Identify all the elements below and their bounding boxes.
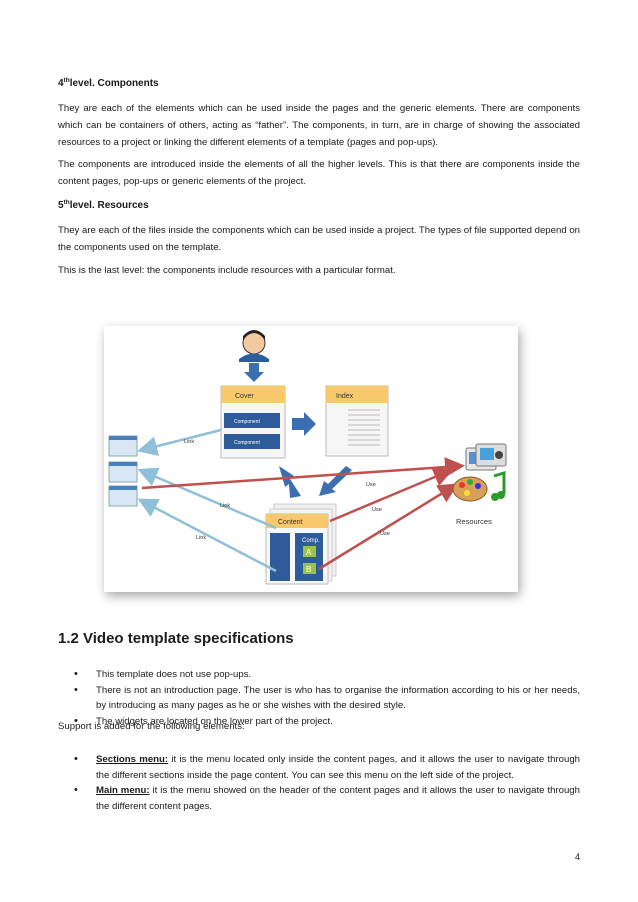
heading-level-4: 4thlevel. Components bbox=[58, 77, 159, 89]
comp-b-label: B bbox=[306, 565, 311, 574]
use-arrow-2 bbox=[329, 467, 454, 523]
resources-icons bbox=[452, 443, 507, 502]
heading-level-5: 5thlevel. Resources bbox=[58, 199, 149, 211]
spec-bullet: This template does not use pop-ups. bbox=[58, 667, 580, 683]
down-arrow-icon bbox=[244, 363, 264, 382]
content-label: Content bbox=[278, 519, 303, 526]
spec-bullet: The widgets are located on the lower par… bbox=[58, 714, 580, 730]
content-page: Content Comp. A B bbox=[265, 503, 337, 585]
support-item-sections-menu: Sections menu: it is the menu located on… bbox=[58, 752, 580, 783]
support-item-main-menu: Main menu: it is the menu showed on the … bbox=[58, 783, 580, 814]
link-arrow-1 bbox=[137, 428, 222, 457]
cover-component-1-label: Component bbox=[234, 419, 260, 425]
support-bullet-list: Sections menu: it is the menu located on… bbox=[58, 752, 580, 814]
use-arrow-3 bbox=[318, 483, 459, 571]
page-number: 4 bbox=[575, 852, 581, 862]
comp-a-label: A bbox=[306, 548, 312, 557]
index-label: Index bbox=[336, 393, 354, 400]
down-arrow-left-icon bbox=[279, 466, 301, 498]
support-item-text: it is the menu located only inside the c… bbox=[96, 754, 581, 781]
cover-label: Cover bbox=[235, 393, 254, 400]
cover-component-2-label: Component bbox=[234, 440, 260, 446]
support-paragraph: Support is added for the following eleme… bbox=[58, 721, 245, 732]
link-label-3: Link bbox=[196, 535, 206, 541]
down-arrow-right-icon bbox=[319, 466, 352, 496]
support-item-term: Sections menu: bbox=[96, 754, 169, 765]
spec-bullet: There is not an introduction page. The u… bbox=[58, 683, 580, 714]
section-heading: 1.2 Video template specifications bbox=[58, 630, 294, 647]
paragraph-resources-1: They are each of the files inside the co… bbox=[58, 225, 580, 253]
use-label-2: Use bbox=[372, 507, 382, 513]
use-arrow-1 bbox=[141, 457, 465, 490]
user-icon bbox=[239, 330, 269, 362]
right-arrow-icon bbox=[292, 412, 316, 436]
use-label-3: Use bbox=[380, 531, 390, 537]
spec-bullet-list: This template does not use pop-ups. Ther… bbox=[58, 667, 580, 729]
link-label-1: Link bbox=[184, 439, 194, 445]
support-item-term: Main menu: bbox=[96, 785, 150, 796]
paragraph-resources-2: This is the last level: the components i… bbox=[58, 265, 396, 276]
link-arrow-2 bbox=[137, 467, 277, 530]
cover-page: Cover Component Component bbox=[220, 385, 286, 459]
link-arrow-3 bbox=[137, 498, 277, 573]
paragraph-components-1: They are each of the elements which can … bbox=[58, 103, 580, 148]
resources-label: Resources bbox=[456, 517, 492, 526]
link-label-2: Link bbox=[220, 503, 230, 509]
linked-pages bbox=[108, 435, 138, 507]
use-label-1: Use bbox=[366, 482, 376, 488]
diagram-canvas: Cover Component Component Index bbox=[108, 330, 507, 585]
paragraph-components-2: The components are introduced inside the… bbox=[58, 159, 580, 187]
index-page: Index bbox=[325, 385, 389, 457]
structure-diagram: Cover Component Component Index bbox=[104, 326, 518, 592]
comp-label: Comp. bbox=[302, 538, 320, 544]
support-item-text: it is the menu showed on the header of t… bbox=[96, 785, 580, 812]
